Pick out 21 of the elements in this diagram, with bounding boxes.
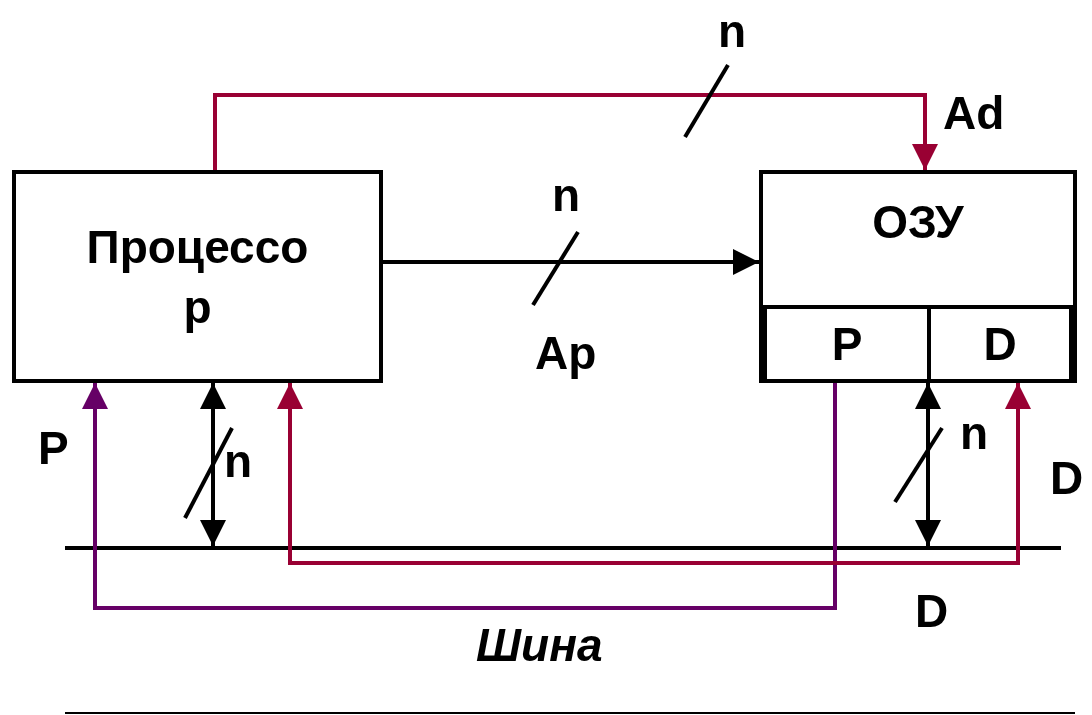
arrow <box>915 383 941 546</box>
node-label: Процессо р <box>85 219 310 335</box>
arrow <box>200 383 226 546</box>
node-label: ОЗУ <box>872 195 964 250</box>
edge-label: Ad <box>943 90 1005 136</box>
arrow <box>383 249 759 275</box>
process-box <box>12 170 383 383</box>
arrow <box>277 383 1031 565</box>
edge-label: D <box>1050 455 1084 501</box>
width-label: D <box>915 588 949 634</box>
width-label: n <box>552 172 581 218</box>
memory-box <box>759 170 1077 383</box>
arrow <box>213 93 938 170</box>
width-label: n <box>718 8 747 54</box>
node-label: P <box>831 317 863 372</box>
edge-label: P <box>38 425 69 471</box>
width-label: n <box>960 410 989 456</box>
bus-label: Шина <box>476 622 603 668</box>
node-label: D <box>983 317 1017 372</box>
width-label: n <box>224 438 253 484</box>
arrow <box>82 383 837 610</box>
